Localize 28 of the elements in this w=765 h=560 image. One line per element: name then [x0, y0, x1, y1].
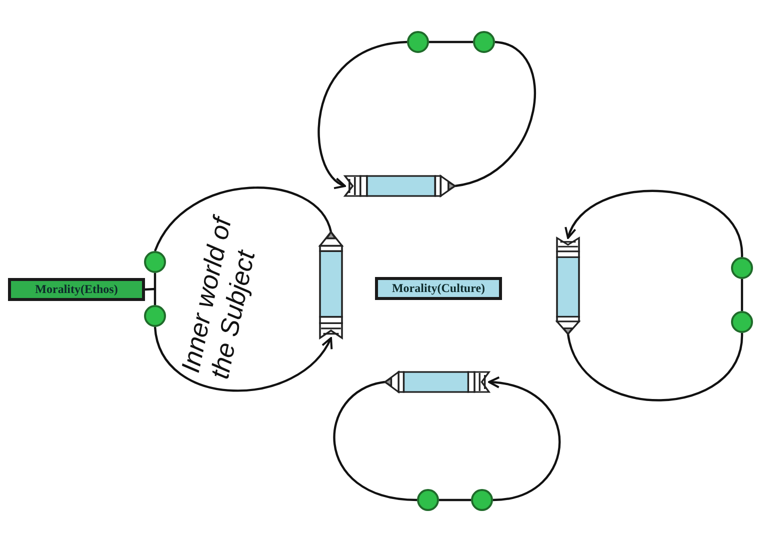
pencil-drawing [320, 232, 342, 338]
pencil-drawing [345, 176, 455, 196]
loop-line [740, 279, 744, 311]
loop-line [566, 190, 744, 258]
loop-node-dot [731, 311, 753, 333]
pencil-drawing [385, 372, 489, 392]
loop-line [454, 40, 536, 188]
pencil-drawing [557, 238, 579, 334]
loop-node-dot [473, 31, 495, 53]
loop-node-dot [731, 257, 753, 279]
loop-line [566, 332, 744, 402]
loop-line [334, 380, 418, 502]
loop-line [429, 40, 473, 44]
loop-line [144, 288, 156, 291]
label-box: Morality(Culture) [375, 277, 502, 300]
rotated-caption: Inner world of the Subject [174, 212, 262, 382]
loop-node-dot [144, 305, 166, 327]
loop-line [488, 377, 561, 502]
loop-line [154, 326, 332, 392]
loop-node-dot [144, 251, 166, 273]
loop-line [154, 186, 332, 252]
loop-node-dot [407, 31, 429, 53]
loop-line [318, 40, 408, 187]
loop-line [154, 273, 156, 305]
label-box: Morality(Ethos) [8, 278, 145, 301]
loop-line [439, 498, 471, 502]
loop-node-dot [471, 489, 493, 511]
loop-node-dot [417, 489, 439, 511]
